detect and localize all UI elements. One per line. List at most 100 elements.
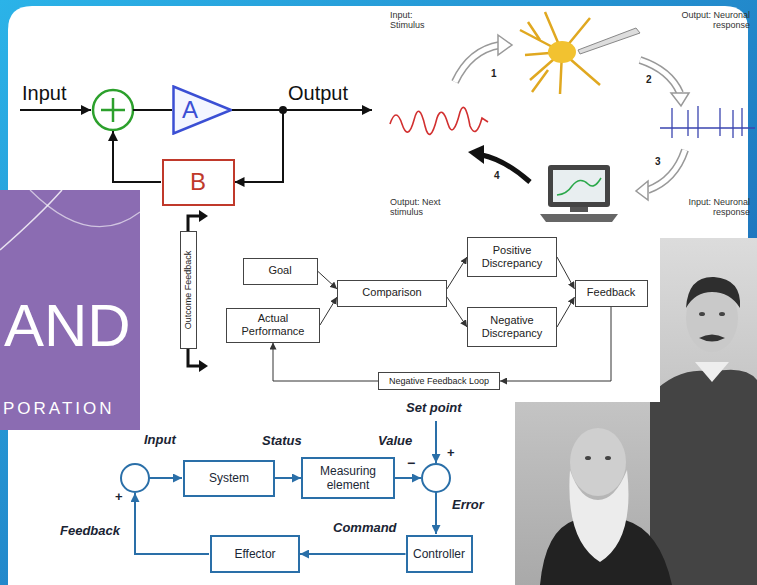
process-box: Comparison <box>337 280 447 307</box>
node-text: A <box>172 96 198 124</box>
amplifier-triangle: A <box>172 85 232 135</box>
bracket-arrowhead <box>199 210 208 222</box>
process-box: Actual Performance <box>226 308 320 343</box>
signal-arrow <box>435 492 437 534</box>
portrait-face <box>570 428 626 496</box>
cycle-arrowhead <box>671 93 689 106</box>
process-box: Effector <box>210 535 300 573</box>
connector <box>447 257 467 289</box>
portrait-eye <box>605 456 611 460</box>
vertical-label-box: Outcome Feedback <box>180 231 197 349</box>
signal-arrow <box>395 477 421 479</box>
process-box: Positive Discrepancy <box>467 237 557 277</box>
monitor <box>548 165 610 207</box>
node-text: Negative Feedback Loop <box>389 376 489 386</box>
cycle-arrow <box>640 60 680 93</box>
connector <box>447 297 467 327</box>
portrait-hair <box>686 277 740 308</box>
computer-icon <box>540 165 618 222</box>
node-text: Positive Discrepancy <box>474 244 550 270</box>
cycle-arrowhead <box>636 181 648 200</box>
logo-panel <box>0 190 140 430</box>
cycle-arrow <box>648 150 685 190</box>
connector <box>557 297 575 327</box>
signal-label: Input <box>144 433 176 448</box>
portrait-suit <box>650 370 757 585</box>
cycle-arrowhead <box>498 35 512 55</box>
node-text: System <box>209 471 249 485</box>
process-box: Negative Discrepancy <box>467 307 557 347</box>
cycle-arrow <box>455 45 500 82</box>
keyboard <box>540 214 618 222</box>
summing-junction <box>422 464 450 492</box>
caption-label: Input: Stimulus <box>390 10 435 31</box>
plus-symbol <box>112 98 115 122</box>
signal-label: Set point <box>406 401 462 416</box>
sign-label: − <box>407 455 415 471</box>
signal-label: Feedback <box>60 524 120 539</box>
signal-label: Status <box>262 434 302 449</box>
portrait-beard <box>569 470 628 562</box>
node-text: Measuring element <box>308 464 388 493</box>
portrait-mustache <box>699 335 725 342</box>
caption-label: Input: Neuronal response <box>668 197 750 218</box>
summing-junction <box>93 90 133 130</box>
bracket-arrow <box>188 216 200 231</box>
node-text: Feedback <box>587 286 635 299</box>
logo-text: PORATION <box>3 399 115 419</box>
logo-arc <box>0 190 62 250</box>
node-text: Actual Performance <box>233 312 313 338</box>
feedback-wire <box>113 131 161 182</box>
node-text: Goal <box>268 264 291 277</box>
signal-label: Command <box>333 521 397 536</box>
stimulus-waveform <box>390 107 488 134</box>
process-box: Goal <box>243 258 318 285</box>
caption-label: Output: Next stimulus <box>390 197 452 218</box>
dendrites <box>520 12 600 94</box>
signal-wire <box>133 109 172 111</box>
logo-arc <box>30 190 140 227</box>
loop-box: Negative Feedback Loop <box>378 372 500 390</box>
diagram-panel <box>172 230 660 402</box>
connector <box>318 271 338 289</box>
signal-arrow <box>135 493 209 554</box>
screen-trace <box>557 178 601 195</box>
cycle-arrow <box>648 150 685 190</box>
node-text: Outcome Feedback <box>183 251 193 330</box>
node-text: Negative Discrepancy <box>474 314 550 340</box>
signal-arrow <box>149 477 182 479</box>
feedback-block: B <box>162 159 235 206</box>
process-box: System <box>183 460 275 497</box>
portrait-eye <box>719 312 725 316</box>
signal-label: Output <box>288 82 348 105</box>
cycle-arrow <box>455 45 500 82</box>
electrode <box>578 28 640 54</box>
process-box: Feedback <box>575 280 648 307</box>
node-text: Comparison <box>362 286 421 299</box>
signal-label: Input <box>22 82 66 105</box>
bracket-arrowhead <box>199 360 208 372</box>
summing-junction <box>121 464 149 492</box>
monitor-stand <box>570 207 588 212</box>
cycle-arrow <box>640 60 680 93</box>
signal-label: Value <box>378 434 412 449</box>
portrait-eye <box>585 456 591 460</box>
logo-text: AND <box>4 296 131 356</box>
neuron-illustration <box>520 12 640 94</box>
node-text: Controller <box>413 547 465 561</box>
portrait-eye <box>699 312 705 316</box>
signal-arrow <box>435 421 437 463</box>
connector <box>300 553 406 555</box>
callout-number: 1 <box>491 68 497 80</box>
cycle-arrowhead-bold <box>468 145 484 164</box>
process-box: Measuring element <box>301 457 395 499</box>
process-box: Controller <box>406 535 473 573</box>
sign-label: + <box>447 446 455 461</box>
signal-wire <box>283 109 372 111</box>
callout-number: 3 <box>655 156 661 168</box>
cycle-arrow-bold <box>482 155 530 182</box>
sign-label: + <box>115 490 123 505</box>
connector <box>273 343 378 382</box>
